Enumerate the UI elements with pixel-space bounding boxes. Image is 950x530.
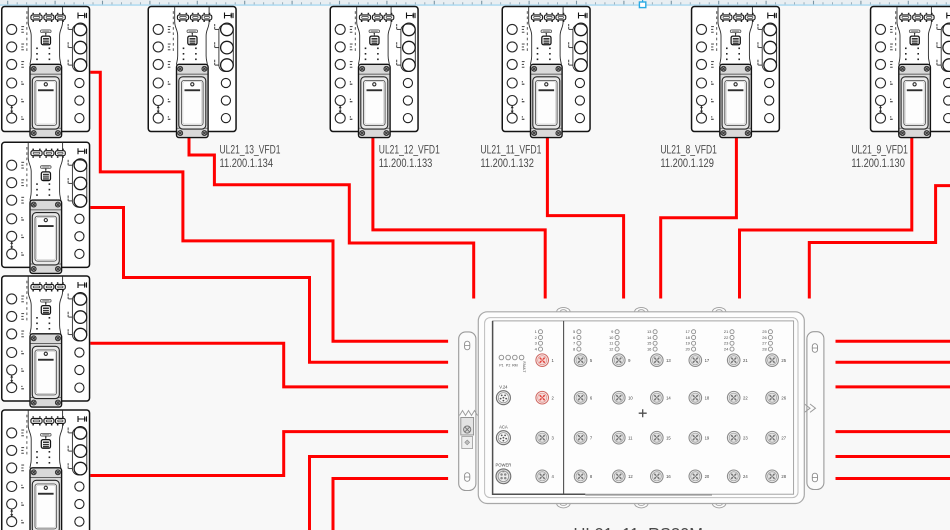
svg-text:P1: P1 (499, 363, 503, 367)
svg-text:UL21_12_VFD1: UL21_12_VFD1 (379, 143, 440, 157)
svg-text:23: 23 (743, 435, 748, 440)
svg-text:6: 6 (573, 335, 576, 340)
svg-text:12: 12 (628, 474, 633, 479)
svg-text:22: 22 (724, 335, 729, 340)
svg-text:14: 14 (666, 395, 671, 400)
svg-text:18: 18 (705, 395, 710, 400)
svg-text:7: 7 (573, 341, 576, 346)
svg-text:6: 6 (590, 395, 593, 400)
svg-text:UL21_11_VFD1: UL21_11_VFD1 (480, 143, 541, 157)
svg-text:25: 25 (781, 358, 786, 363)
svg-text:19: 19 (685, 341, 690, 346)
svg-text:17: 17 (705, 358, 710, 363)
svg-text:UL21_13_VFD1: UL21_13_VFD1 (220, 143, 281, 157)
svg-text:7: 7 (590, 435, 593, 440)
svg-text:28: 28 (762, 347, 767, 352)
svg-text:21: 21 (743, 358, 748, 363)
svg-text:3: 3 (552, 435, 555, 440)
svg-text:26: 26 (781, 395, 786, 400)
svg-text:UL21_9_VFD1: UL21_9_VFD1 (851, 143, 908, 157)
svg-text:25: 25 (762, 329, 767, 334)
svg-text:8: 8 (573, 347, 576, 352)
svg-text:11.200.1.129: 11.200.1.129 (660, 156, 714, 170)
svg-text:16: 16 (666, 474, 671, 479)
svg-text:16: 16 (647, 347, 652, 352)
svg-text:UL21_8_VFD1: UL21_8_VFD1 (660, 143, 717, 157)
svg-text:24: 24 (724, 347, 729, 352)
svg-text:9: 9 (611, 329, 614, 334)
svg-text:POWER: POWER (495, 463, 511, 468)
svg-text:19: 19 (705, 435, 710, 440)
svg-text:13: 13 (666, 358, 671, 363)
svg-text:11.200.1.132: 11.200.1.132 (480, 156, 534, 170)
svg-text:27: 27 (781, 435, 786, 440)
svg-text:5: 5 (573, 329, 576, 334)
svg-text:RM: RM (512, 363, 518, 367)
svg-text:3: 3 (535, 341, 538, 346)
svg-text:11: 11 (628, 435, 633, 440)
svg-text:FAULT: FAULT (522, 362, 526, 374)
svg-text:24: 24 (743, 474, 748, 479)
svg-text:18: 18 (685, 335, 690, 340)
svg-text:12: 12 (609, 347, 614, 352)
svg-text:17: 17 (685, 329, 690, 334)
svg-text:11.200.1.133: 11.200.1.133 (379, 156, 433, 170)
svg-text:2: 2 (552, 395, 555, 400)
svg-text:4: 4 (552, 474, 555, 479)
svg-text:P2: P2 (506, 363, 510, 367)
svg-text:ACA: ACA (499, 425, 508, 430)
svg-text:10: 10 (628, 395, 633, 400)
svg-text:11: 11 (609, 341, 614, 346)
svg-text:UL21_11_RS30M: UL21_11_RS30M (574, 524, 704, 530)
svg-text:15: 15 (647, 341, 652, 346)
svg-text:26: 26 (762, 335, 767, 340)
svg-text:11.200.1.134: 11.200.1.134 (220, 156, 274, 170)
svg-text:9: 9 (628, 358, 631, 363)
svg-text:V.24: V.24 (499, 385, 508, 390)
svg-text:1: 1 (535, 329, 538, 334)
svg-text:5: 5 (590, 358, 593, 363)
svg-text:10: 10 (609, 335, 614, 340)
svg-text:2: 2 (535, 335, 538, 340)
svg-text:8: 8 (590, 474, 593, 479)
svg-text:23: 23 (724, 341, 729, 346)
svg-text:20: 20 (685, 347, 690, 352)
svg-text:27: 27 (762, 341, 767, 346)
svg-text:28: 28 (781, 474, 786, 479)
svg-text:14: 14 (647, 335, 652, 340)
svg-text:4: 4 (535, 347, 538, 352)
svg-text:15: 15 (666, 435, 671, 440)
svg-text:22: 22 (743, 395, 748, 400)
svg-text:13: 13 (647, 329, 652, 334)
svg-text:20: 20 (705, 474, 710, 479)
svg-text:11.200.1.130: 11.200.1.130 (851, 156, 905, 170)
svg-text:21: 21 (724, 329, 729, 334)
svg-text:1: 1 (552, 358, 555, 363)
